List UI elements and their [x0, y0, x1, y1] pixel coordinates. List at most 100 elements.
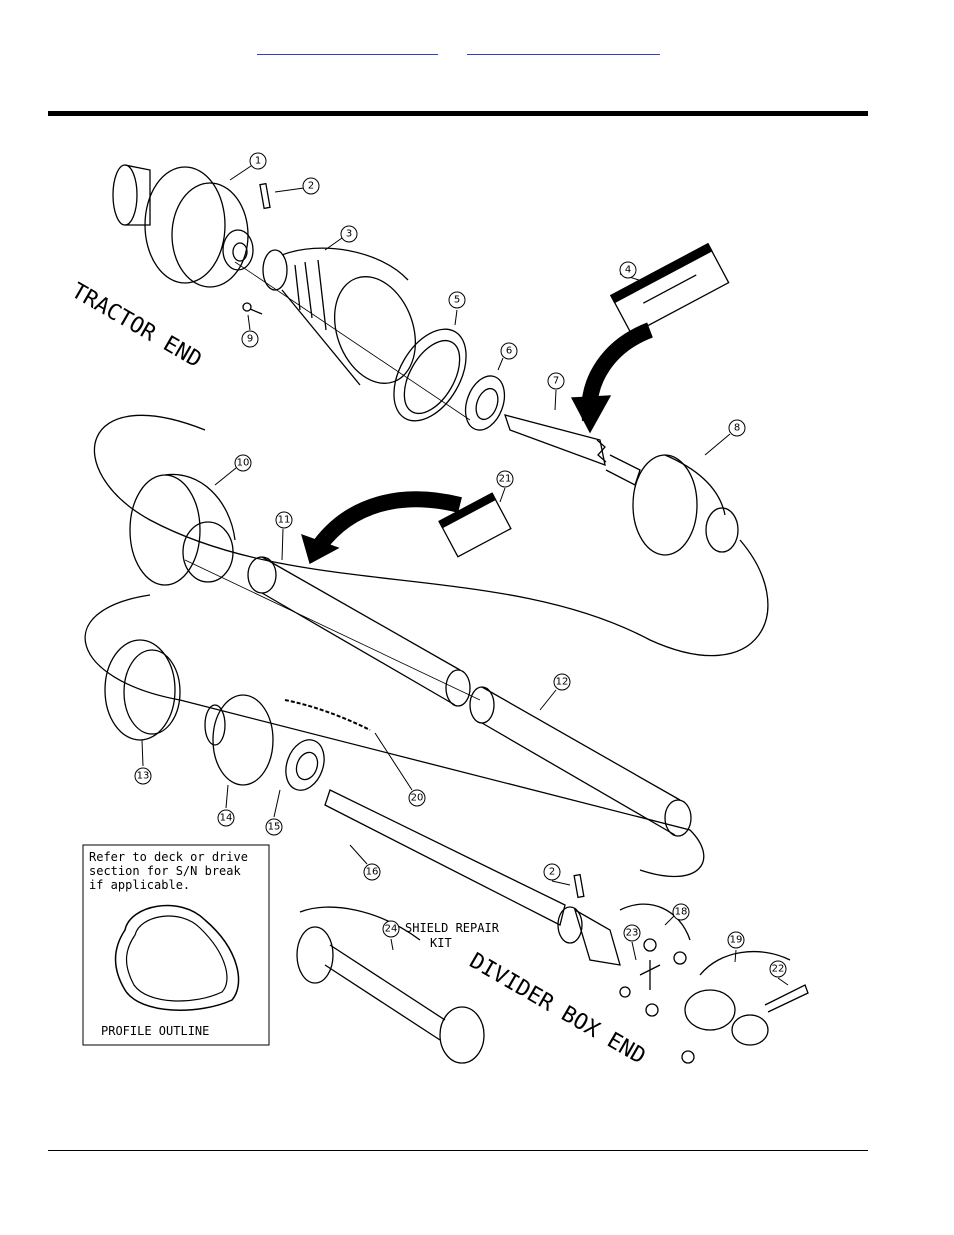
part-19-yoke	[681, 950, 809, 1064]
callout-circle	[547, 372, 565, 390]
part-2-pin	[259, 182, 271, 210]
part-11-outer-tube	[247, 556, 471, 707]
arrow-decal-21	[313, 491, 462, 550]
callout-leader	[324, 237, 343, 251]
callout-number: 14	[220, 813, 233, 824]
callout-circle	[672, 903, 690, 921]
callout-circle	[728, 419, 746, 437]
part-12-inner-tube	[469, 686, 692, 837]
callout-circle	[134, 767, 152, 785]
callout-number: 13	[137, 771, 150, 782]
part-2-pin-lower	[573, 873, 585, 899]
callout-number: 5	[454, 295, 460, 306]
callout-leader	[229, 165, 252, 181]
callout-leader	[631, 941, 637, 961]
callout-circle	[241, 330, 259, 348]
part-16-profile-tube	[324, 789, 566, 926]
callout-circle	[769, 960, 787, 978]
callout-leader	[734, 949, 737, 963]
callout-leader	[349, 844, 368, 865]
callout-leader	[551, 880, 571, 886]
callout-circle	[727, 931, 745, 949]
callout-number: 6	[506, 346, 512, 357]
callout-leader	[247, 314, 251, 331]
part-1-yoke-assembly	[112, 164, 254, 288]
callout-number: 18	[675, 907, 688, 918]
callout-circle	[382, 920, 400, 938]
part-14-bearing-cone	[204, 694, 274, 786]
guide-line-upper	[93, 414, 769, 657]
part-13-ring	[104, 639, 181, 741]
part-10-shield-cone	[129, 473, 236, 586]
callout-leader	[554, 389, 557, 411]
callout-number: 3	[346, 229, 352, 240]
callout-leader	[225, 784, 229, 809]
callout-circle	[234, 454, 252, 472]
callout-number: 19	[730, 935, 743, 946]
callout-number: 4	[625, 265, 631, 276]
callout-circle	[448, 291, 466, 309]
callout-circle	[275, 511, 293, 529]
callout-number: 16	[366, 867, 379, 878]
arrow-decal-21-head	[301, 533, 340, 564]
callout-circle	[543, 863, 561, 881]
part-5-inner-tube	[504, 414, 641, 486]
decal-21	[438, 492, 512, 558]
callout-number: 11	[278, 515, 291, 526]
callout-number: 24	[385, 924, 398, 935]
callout-leader	[390, 938, 394, 951]
note-line-2: section for S/N break	[89, 864, 241, 878]
callout-circle	[623, 924, 641, 942]
center-line-b	[184, 559, 481, 701]
profile-triangle-outer	[114, 904, 240, 1011]
header-link-2[interactable]	[467, 42, 660, 55]
callout-number: 2	[549, 867, 555, 878]
callout-number: 1	[255, 156, 261, 167]
callout-circle	[340, 225, 358, 243]
callout-number: 15	[268, 822, 281, 833]
callout-number: 20	[411, 793, 424, 804]
part-3-shield-cone	[262, 247, 417, 386]
callout-circle	[249, 152, 267, 170]
callout-number: 2	[308, 181, 314, 192]
callout-number: 23	[626, 928, 639, 939]
part-20-chain	[284, 699, 371, 731]
profile-triangle-inner	[126, 915, 228, 1002]
header-rule	[48, 111, 868, 116]
note-line-1: Refer to deck or drive	[89, 850, 248, 864]
callout-leader	[539, 689, 557, 711]
center-line-a	[234, 261, 471, 421]
footer-rule	[48, 1150, 868, 1151]
callout-leader	[141, 739, 144, 767]
callout-leader	[274, 187, 305, 193]
guide-line-lower	[84, 594, 705, 878]
callout-leader	[281, 528, 284, 561]
callout-leader	[374, 732, 413, 791]
callout-leader	[704, 433, 731, 456]
part-17-yoke	[557, 906, 621, 966]
callout-circle	[363, 863, 381, 881]
callout-leader	[499, 487, 506, 503]
callout-leader	[664, 914, 676, 926]
tractor-end-label: TRACTOR END	[67, 279, 206, 374]
callout-number: 7	[553, 376, 559, 387]
callout-circle	[408, 789, 426, 807]
callout-circle	[265, 818, 283, 836]
callout-circle	[496, 470, 514, 488]
callout-number: 12	[556, 677, 569, 688]
part-24-shield-repair-kit	[296, 906, 485, 1064]
header-link-1[interactable]	[257, 42, 438, 55]
part-7-plate	[393, 328, 467, 422]
callout-leader	[497, 357, 504, 371]
callout-number: 9	[247, 334, 253, 345]
callout-leader	[454, 309, 458, 326]
callout-leader	[777, 977, 789, 986]
callout-number: 10	[237, 458, 250, 469]
callout-number: 22	[772, 964, 785, 975]
kit-label-line1: SHIELD REPAIR	[405, 921, 500, 935]
note-line-3: if applicable.	[89, 878, 190, 892]
decal-6	[609, 242, 730, 336]
part-8-outer-cone	[632, 454, 739, 556]
